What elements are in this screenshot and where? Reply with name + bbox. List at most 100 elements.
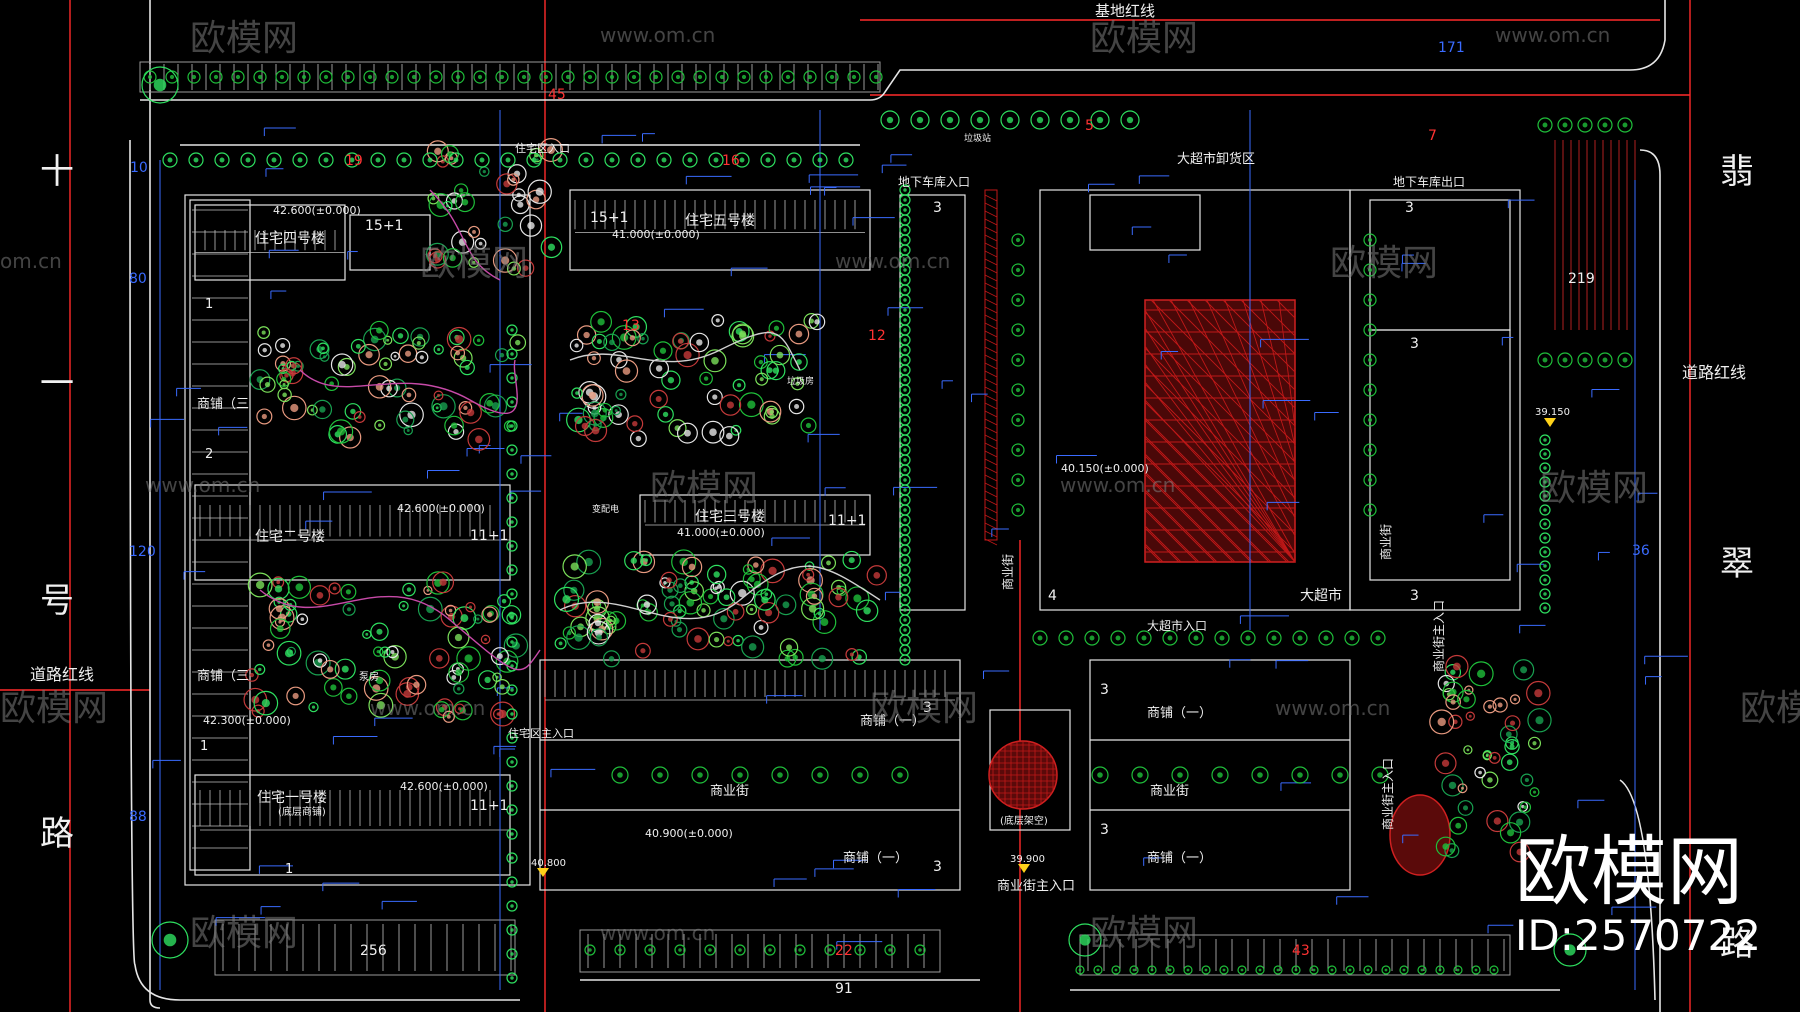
tree-symbol <box>1214 630 1230 646</box>
tree-symbol <box>1399 965 1409 975</box>
tree-symbol <box>1266 630 1282 646</box>
tree-symbol <box>759 70 773 84</box>
tree-symbol-core <box>510 424 514 428</box>
tree-symbol-core <box>848 557 855 564</box>
tree-symbol-core <box>667 376 675 384</box>
tree-symbol <box>385 70 399 84</box>
tree-symbol <box>253 690 279 716</box>
tree-symbol-core <box>828 948 832 952</box>
tree-symbol <box>340 583 357 600</box>
tree-symbol <box>627 70 641 84</box>
tree-symbol-core <box>666 577 672 583</box>
tree-symbol-core <box>501 256 510 265</box>
unit-num: 3 <box>923 700 932 716</box>
tree-symbol-core <box>262 347 267 353</box>
tree-symbol-core <box>858 948 862 952</box>
tree-symbol-core <box>1141 635 1147 641</box>
tree-symbol-core <box>457 687 461 691</box>
tree-symbol-core <box>587 74 593 80</box>
tree-symbol <box>459 359 475 376</box>
tree-symbol <box>1183 965 1193 975</box>
tree-symbol-core <box>1450 699 1456 705</box>
tree-symbol-core <box>327 666 334 673</box>
tree-symbol-core <box>193 157 199 163</box>
tree-symbol-core <box>479 157 485 163</box>
tree-symbol <box>506 756 518 768</box>
tree-symbol-core <box>455 74 461 80</box>
tree-symbol <box>495 70 509 84</box>
tree-symbol <box>412 336 426 350</box>
tree-symbol <box>606 615 616 626</box>
tree-symbol-core <box>219 157 225 163</box>
tree-symbol <box>845 586 870 611</box>
building-3-label: 住宅三号楼 <box>695 509 765 525</box>
tree-symbol <box>328 419 354 444</box>
tree-symbol-core <box>765 157 771 163</box>
tree-symbol-core <box>596 338 602 345</box>
top-parking-strip <box>139 61 881 93</box>
tree-symbol <box>1463 745 1473 755</box>
hatch-line <box>984 346 998 354</box>
tree-symbol <box>1471 965 1481 975</box>
tree-symbol-core <box>768 566 777 575</box>
tree-symbol-core <box>1463 696 1470 703</box>
tree-symbol-core <box>486 611 493 618</box>
tree-symbol <box>802 568 815 581</box>
tree-symbol-core <box>515 339 521 346</box>
tree-symbol-core <box>1476 669 1486 678</box>
tree-symbol <box>828 587 849 608</box>
hatch-line <box>984 506 998 514</box>
landscape-trees <box>141 66 1633 984</box>
tree-symbol <box>708 631 725 648</box>
tree-symbol <box>1162 630 1178 646</box>
tree-symbol-core <box>405 350 412 357</box>
tree-symbol <box>715 70 729 84</box>
tree-symbol-core <box>903 298 907 302</box>
tree-symbol <box>433 344 444 355</box>
tree-symbol-core <box>365 351 373 359</box>
tree-symbol-core <box>640 603 645 608</box>
tree-symbol <box>1445 694 1461 710</box>
tree-symbol <box>506 948 518 960</box>
tree-symbol <box>501 605 522 625</box>
tree-symbol <box>151 921 189 959</box>
road-name-left-4: 路 <box>40 814 74 854</box>
tree-symbol <box>516 259 535 277</box>
tree-symbol <box>506 804 518 816</box>
hatch-line <box>984 322 998 330</box>
tree-symbol <box>451 230 475 254</box>
tree-symbol-core <box>419 355 424 360</box>
hatch-line <box>984 474 998 482</box>
street-label-d: 商业街 <box>1150 784 1189 799</box>
tree-symbol-core <box>574 343 579 348</box>
tree-symbol-core <box>256 580 265 590</box>
tree-symbol-core <box>849 652 854 657</box>
watermark-brand: 欧模网 <box>1540 468 1648 509</box>
tree-symbol-core <box>438 706 445 713</box>
tree-symbol <box>1292 630 1308 646</box>
tree-symbol-core <box>460 614 469 623</box>
tree-symbol-core <box>903 608 907 612</box>
tree-symbol-core <box>1509 720 1516 726</box>
tree-symbol-core <box>1543 522 1547 526</box>
tree-symbol-core <box>458 188 464 193</box>
tree-symbol <box>267 577 290 601</box>
tree-symbol-core <box>1245 635 1251 641</box>
tree-symbol <box>1011 293 1025 307</box>
tree-symbol-core <box>843 157 849 163</box>
floors-5: 11+1 <box>470 798 508 814</box>
tree-symbol-core <box>1453 662 1461 671</box>
tree-symbol-core <box>1367 417 1373 423</box>
tree-symbol-core <box>1602 122 1608 128</box>
tree-symbol-core <box>1543 564 1547 568</box>
tree-symbol <box>786 152 802 168</box>
tree-symbol-core <box>357 415 362 419</box>
tree-symbol <box>1240 630 1256 646</box>
tree-symbol-core <box>676 627 683 633</box>
tree-symbol-core <box>753 562 759 568</box>
red-line-right: 道路红线 <box>1682 363 1746 382</box>
tree-symbol-core <box>655 395 662 402</box>
commercial-entry-right-1: 商业街主入口 <box>1431 600 1446 672</box>
tree-symbol-core <box>829 74 835 80</box>
tree-symbol <box>259 376 276 393</box>
